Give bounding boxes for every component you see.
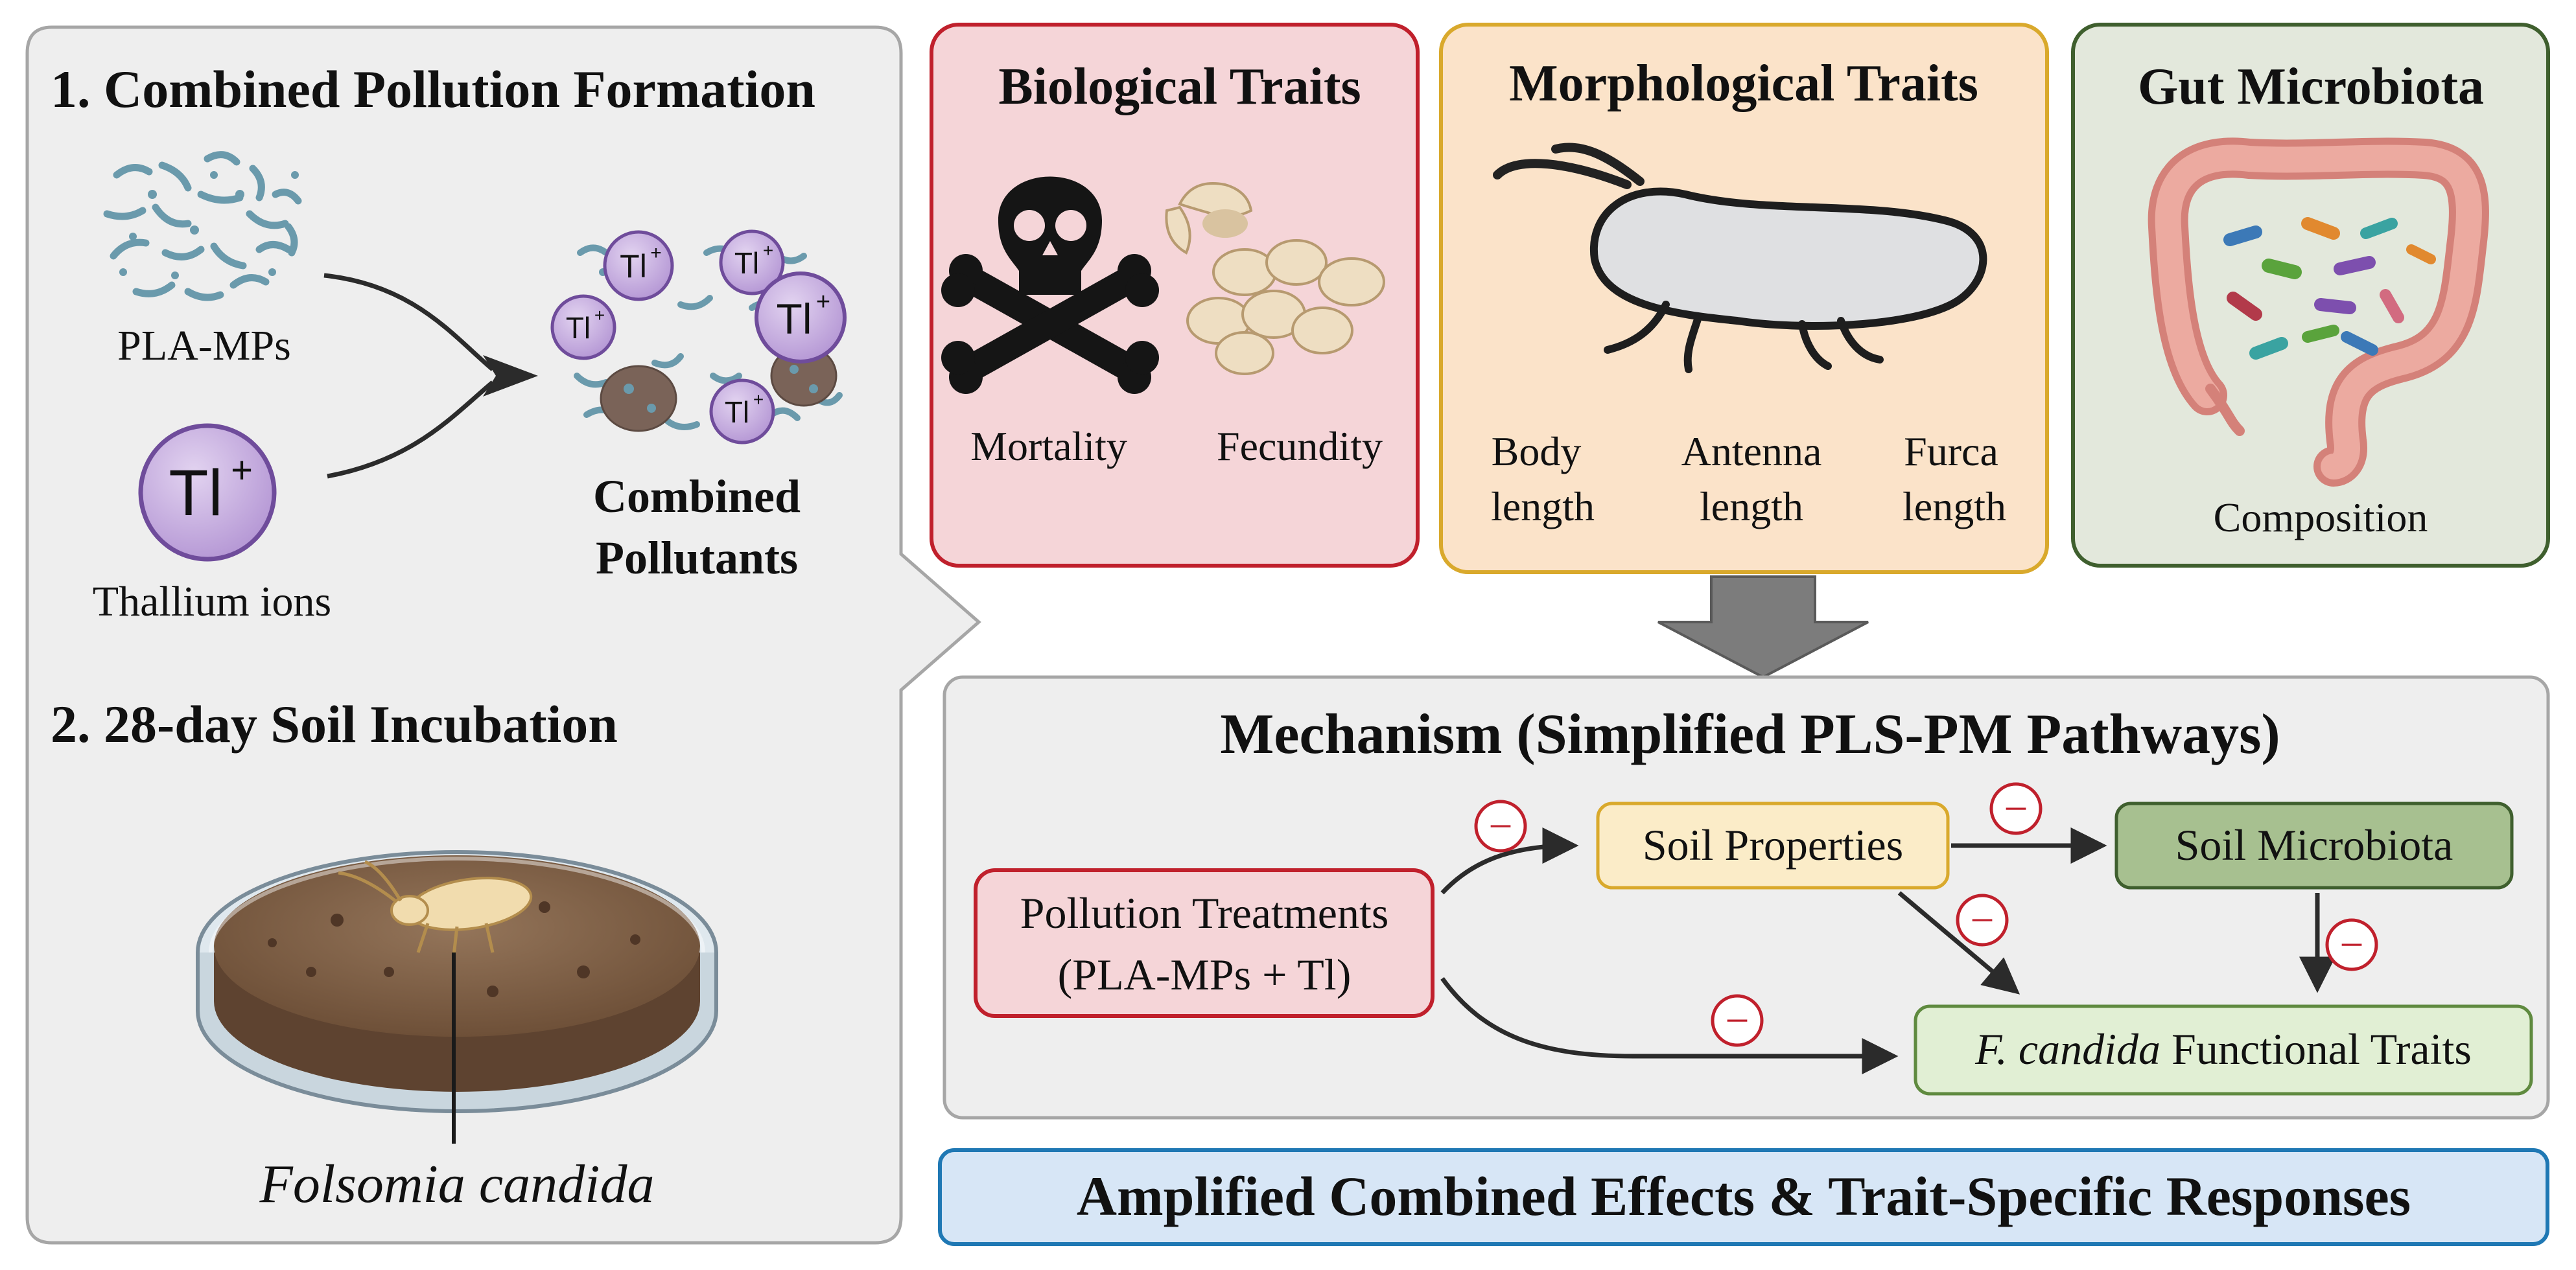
step2-title: 2. 28-day Soil Incubation [51,695,618,754]
conclusion-banner: Amplified Combined Effects & Trait-Speci… [938,1148,2549,1246]
minus-sign-icon: − [1474,800,1527,853]
mechanism-title: Mechanism (Simplified PLS-PM Pathways) [1220,703,2280,766]
furca-length-line2: length [1903,483,2006,529]
mechanism-panel: Mechanism (Simplified PLS-PM Pathways) P… [943,675,2550,1120]
svg-text:−: − [1725,997,1749,1045]
merge-arrowhead [483,355,538,397]
antenna-length-line2: length [1700,483,1803,529]
minus-sign-icon: − [2325,918,2378,971]
intestine-icon [2148,137,2489,487]
ion-bubble: Tl + [603,230,674,301]
organism-label: Folsomia candida [259,1154,655,1214]
svg-text:+: + [594,305,605,325]
svg-text:+: + [650,242,662,264]
left-panel: 1. Combined Pollution Formation [25,25,981,1245]
mortality-label: Mortality [970,423,1127,469]
ion-bubble: Tl + [709,378,775,444]
arrow-soil-properties-to-traits [1897,891,2020,995]
combined-pollutants-label-line2: Pollutants [596,532,798,584]
minus-sign-icon: − [1711,994,1764,1047]
body-length-line1: Body [1492,428,1582,474]
arrow-pollution-to-soil-properties [1440,827,1579,895]
step1-title: 1. Combined Pollution Formation [51,60,815,119]
furca-length-line1: Furca [1904,428,1998,474]
springtail-icon [338,860,533,956]
ion-bubble: Tl + [755,271,847,364]
functional-traits-label: F. candida Functional Traits [1974,1024,2472,1074]
svg-text:−: − [1970,897,1994,944]
fecundity-label: Fecundity [1217,423,1383,469]
ion-symbol-large: Tl [169,457,222,529]
svg-text:Tl: Tl [734,246,759,280]
gut-bacteria-icons [2223,217,2436,360]
thallium-ions-label: Thallium ions [93,578,331,625]
ion-charge-large: + [231,449,253,491]
pla-particle-dots [119,171,299,279]
skull-crossbones-icon [941,176,1159,394]
svg-text:−: − [1488,803,1512,850]
eggs-icon [1165,182,1385,375]
biological-traits-box: Biological Traits Mortality Fe [930,23,1420,568]
springtail-outline-icon [1493,143,1987,373]
pollution-treatments-line1: Pollution Treatments [1020,888,1389,938]
soil-microbiota-label: Soil Microbiota [2175,820,2453,870]
svg-text:−: − [2339,921,2363,969]
node-soil-microbiota: Soil Microbiota [2114,802,2514,890]
gut-microbiota-box: Gut Microbiota Composition [2071,23,2550,568]
ion-bubble: Tl + [550,294,616,360]
minus-sign-icon: − [1989,782,2043,835]
svg-text:Tl: Tl [566,311,591,345]
soil-properties-label: Soil Properties [1643,820,1903,870]
arrow-pollution-to-traits [1440,976,1899,1074]
pla-mps-label: PLA-MPs [117,322,291,369]
thallium-ion-icon: Tl + [138,423,277,562]
minus-sign-icon: − [1956,894,2009,947]
petri-dish-icon [196,850,718,1113]
svg-text:Tl: Tl [777,295,812,343]
merge-arrows [323,273,495,479]
composition-label: Composition [2214,494,2428,540]
svg-text:+: + [816,288,830,316]
negative-signs: − − − − − [1474,782,2378,1047]
node-soil-properties: Soil Properties [1596,802,1950,890]
node-functional-traits: F. candida Functional Traits [1914,1004,2533,1096]
svg-text:+: + [753,389,764,410]
gut-microbiota-title: Gut Microbiota [2138,58,2484,115]
ion-bubble: Tl + [719,229,785,295]
pla-microplastics-icon [103,151,302,301]
svg-text:Tl: Tl [620,248,647,284]
soil-surface [214,855,700,1037]
svg-text:−: − [2004,785,2028,833]
antenna-length-line1: Antenna [1681,428,1822,474]
node-pollution-treatments: Pollution Treatments (PLA-MPs + Tl) [974,868,1434,1018]
down-arrow-icon [1657,575,1869,679]
pollution-treatments-line2: (PLA-MPs + Tl) [1058,950,1352,999]
combined-pollutants-icon: Tl + Tl + Tl + Tl + Tl + [550,229,847,444]
pathway-arrows [1440,827,2336,1074]
morphological-traits-title: Morphological Traits [1509,55,1978,112]
body-length-line2: length [1491,483,1595,529]
svg-text:+: + [763,240,773,260]
morphological-traits-box: Morphological Traits Body length Antenna… [1439,23,2049,574]
biological-traits-title: Biological Traits [998,58,1361,115]
conclusion-text: Amplified Combined Effects & Trait-Speci… [1077,1165,2411,1227]
svg-text:Tl: Tl [725,395,749,429]
combined-pollutants-label-line1: Combined [593,470,801,522]
